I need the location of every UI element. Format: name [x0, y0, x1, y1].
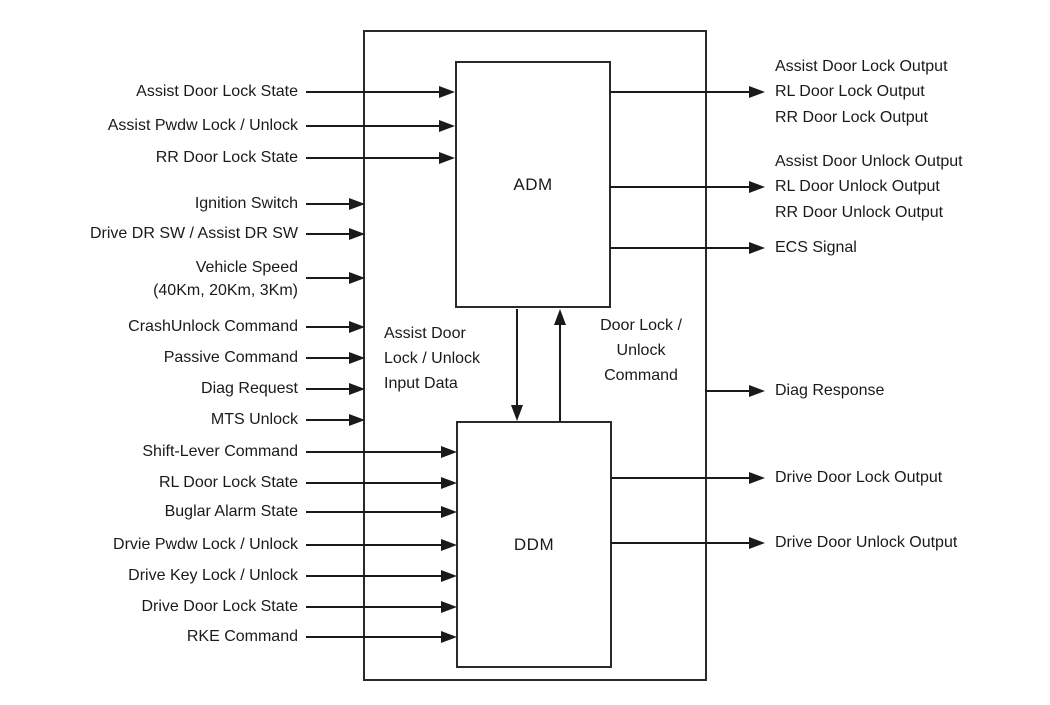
connector-line: [610, 91, 750, 93]
output-label-assist-door-unlock-output: Assist Door Unlock Output: [775, 153, 963, 170]
connector-line: [306, 357, 350, 359]
arrow-down-icon: [511, 405, 523, 421]
arrow-right-icon: [749, 385, 765, 397]
arrow-right-icon: [439, 86, 455, 98]
arrow-right-icon: [349, 321, 365, 333]
input-label-diag-request: Diag Request: [201, 380, 298, 397]
arrow-right-icon: [441, 601, 457, 613]
arrow-right-icon: [349, 198, 365, 210]
input-label-rr-door-lock-state: RR Door Lock State: [155, 149, 298, 166]
ddm-label: DDM: [513, 534, 555, 554]
connector-line: [306, 233, 350, 235]
arrow-right-icon: [439, 120, 455, 132]
connector-line: [306, 419, 350, 421]
output-label-rr-door-unlock-output: RR Door Unlock Output: [775, 204, 944, 221]
input-label-mts-unlock: MTS Unlock: [210, 411, 298, 428]
connector-line: [306, 482, 442, 484]
input-label-ignition-switch: Ignition Switch: [194, 195, 298, 212]
connector-line: [306, 125, 440, 127]
input-label-drive-key-lock-unlock: Drive Key Lock / Unlock: [128, 567, 298, 584]
adm-module-box: ADM: [455, 61, 611, 308]
output-label-rl-door-unlock-output: RL Door Unlock Output: [775, 178, 940, 195]
input-label-crashunlock-command: CrashUnlock Command: [128, 318, 298, 335]
connector-line: [306, 277, 350, 279]
arrow-right-icon: [749, 181, 765, 193]
arrow-right-icon: [349, 352, 365, 364]
connector-line: [610, 247, 750, 249]
output-label-diag-response: Diag Response: [775, 382, 885, 399]
input-label-rke-command: RKE Command: [186, 628, 298, 645]
arrow-right-icon: [349, 272, 365, 284]
input-label-rl-door-lock-state: RL Door Lock State: [158, 474, 298, 491]
arrow-right-icon: [349, 383, 365, 395]
connector-line: [306, 636, 442, 638]
connector-line: [611, 542, 750, 544]
input-label-drive-door-lock-state: Drive Door Lock State: [141, 598, 298, 615]
connector-line: [559, 324, 561, 421]
arrow-right-icon: [349, 414, 365, 426]
connector-line: [610, 186, 750, 188]
input-label-shift-lever-command: Shift-Lever Command: [142, 443, 298, 460]
input-label-drvie-pwdw-lock-unlock: Drvie Pwdw Lock / Unlock: [113, 536, 298, 553]
input-label-passive-command: Passive Command: [163, 349, 298, 366]
arrow-right-icon: [439, 152, 455, 164]
ddm-module-box: DDM: [456, 421, 612, 668]
output-label-ecs-signal: ECS Signal: [775, 239, 857, 256]
arrow-right-icon: [441, 506, 457, 518]
connector-line: [306, 544, 442, 546]
input-label-buglar-alarm-state: Buglar Alarm State: [164, 503, 298, 520]
arrow-right-icon: [749, 86, 765, 98]
arrow-up-icon: [554, 309, 566, 325]
connector-line: [306, 575, 442, 577]
input-label-assist-pwdw-lock-unlock: Assist Pwdw Lock / Unlock: [107, 117, 298, 134]
arrow-right-icon: [441, 631, 457, 643]
adm-label: ADM: [513, 174, 553, 194]
output-label-rr-door-lock-output: RR Door Lock Output: [775, 109, 928, 126]
annotation-input-data: Assist Door Lock / Unlock Input Data: [384, 325, 481, 392]
output-label-rl-door-lock-output: RL Door Lock Output: [775, 83, 925, 100]
connector-line: [306, 91, 440, 93]
output-label-drive-door-unlock-output: Drive Door Unlock Output: [775, 534, 958, 551]
connector-line: [705, 390, 750, 392]
arrow-right-icon: [749, 472, 765, 484]
connector-line: [306, 511, 442, 513]
arrow-right-icon: [441, 477, 457, 489]
input-label-vehicle-speed: Vehicle Speed (40Km, 20Km, 3Km): [0, 256, 298, 302]
connector-line: [306, 326, 350, 328]
connector-line: [306, 203, 350, 205]
connector-line: [306, 157, 440, 159]
input-label-drive-dr-sw-assist-dr-sw: Drive DR SW / Assist DR SW: [89, 225, 298, 242]
arrow-right-icon: [441, 539, 457, 551]
connector-line: [306, 388, 350, 390]
annotation-door-lock-unlock-command: Door Lock / Unlock Command: [600, 317, 682, 384]
connector-line: [516, 309, 518, 406]
vehicle-speed-line2: (40Km, 20Km, 3Km): [153, 282, 298, 299]
arrow-right-icon: [749, 537, 765, 549]
arrow-right-icon: [749, 242, 765, 254]
connector-line: [306, 451, 442, 453]
connector-line: [306, 606, 442, 608]
arrow-right-icon: [349, 228, 365, 240]
output-label-drive-door-lock-output: Drive Door Lock Output: [775, 469, 943, 486]
arrow-right-icon: [441, 570, 457, 582]
output-label-assist-door-lock-output: Assist Door Lock Output: [775, 58, 948, 75]
connector-line: [611, 477, 750, 479]
vehicle-speed-line1: Vehicle Speed: [195, 259, 298, 276]
arrow-right-icon: [441, 446, 457, 458]
input-label-assist-door-lock-state: Assist Door Lock State: [136, 83, 298, 100]
